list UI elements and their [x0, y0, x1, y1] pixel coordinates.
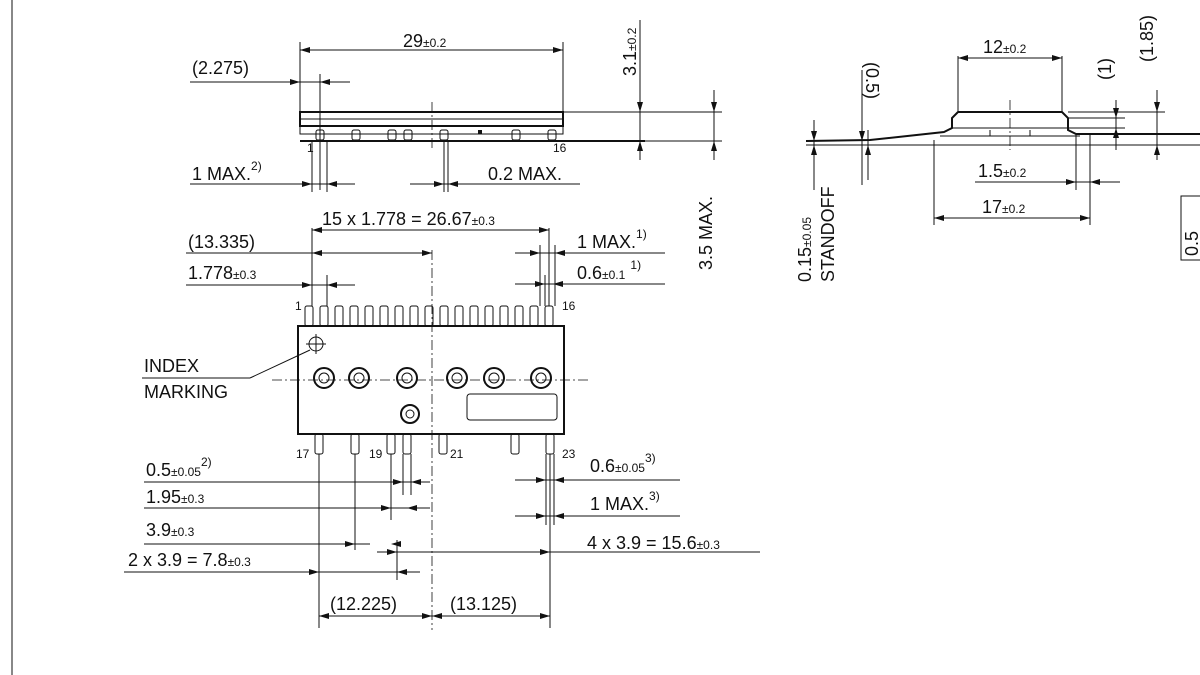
svg-text:1 MAX.3): 1 MAX.3) — [590, 489, 660, 514]
dim-185: (1.85) — [1137, 15, 1157, 62]
pin-16-side: 16 — [553, 141, 567, 155]
pin-19: 19 — [369, 447, 383, 461]
lower-pins — [314, 433, 555, 455]
standoff-label: STANDOFF — [818, 186, 838, 282]
dim-39: 3.9 — [146, 520, 171, 540]
dim-31: 3.1 — [620, 51, 640, 76]
svg-text:15 x 1.778 = 26.67±0.3: 15 x 1.778 = 26.67±0.3 — [322, 209, 495, 229]
lower-dims — [124, 454, 760, 628]
side-view-right — [805, 55, 1200, 261]
dim-12225: (12.225) — [330, 594, 397, 614]
dim-13335: (13.335) — [188, 232, 255, 252]
dim-box — [1180, 195, 1200, 261]
svg-text:12±0.2: 12±0.2 — [983, 37, 1027, 57]
svg-text:3.9±0.3: 3.9±0.3 — [146, 520, 195, 540]
svg-text:1.5±0.2: 1.5±0.2 — [978, 161, 1027, 181]
pin-labels: 1 16 1 16 17 19 21 23 — [295, 141, 576, 461]
svg-text:29±0.2: 29±0.2 — [403, 31, 447, 51]
svg-text:17±0.2: 17±0.2 — [982, 197, 1026, 217]
dim-1max-c: 1 MAX. — [590, 494, 649, 514]
dim-02max: 0.2 MAX. — [488, 164, 562, 184]
dim-29: 29 — [403, 31, 423, 51]
dim-pitch: 15 x 1.778 = 26.67 — [322, 209, 472, 229]
svg-text:1 MAX.2): 1 MAX.2) — [192, 159, 262, 184]
pin-17: 17 — [296, 447, 310, 461]
dim-13125: (13.125) — [450, 594, 517, 614]
svg-text:0.5±0.052): 0.5±0.052) — [146, 455, 212, 480]
pin-1-side: 1 — [307, 141, 314, 155]
top-view — [142, 250, 590, 630]
svg-text:0.6±0.11): 0.6±0.11) — [577, 258, 641, 283]
dim-1: (1) — [1095, 58, 1115, 80]
dim-1778: 1.778 — [188, 263, 233, 283]
dim-1max-a: 1 MAX. — [192, 164, 251, 184]
svg-text:1 MAX.1): 1 MAX.1) — [577, 227, 647, 252]
svg-text:1.95±0.3: 1.95±0.3 — [146, 487, 205, 507]
dim-17: 17 — [982, 197, 1002, 217]
dim-1max-b: 1 MAX. — [577, 232, 636, 252]
pin-23: 23 — [562, 447, 576, 461]
dim-78: 2 x 3.9 = 7.8 — [128, 550, 228, 570]
pin-1: 1 — [295, 299, 302, 313]
upper-pins — [304, 305, 554, 327]
dimension-labels: 29±0.2 (2.275) 3.1±0.2 1 MAX.2) 0.2 MAX.… — [128, 15, 1200, 614]
dim-2275: (2.275) — [192, 58, 249, 78]
upper-dims — [186, 227, 665, 306]
svg-text:0.6±0.053): 0.6±0.053) — [590, 451, 656, 476]
svg-text:4 x 3.9 = 15.6±0.3: 4 x 3.9 = 15.6±0.3 — [587, 533, 720, 553]
svg-text:1.778±0.3: 1.778±0.3 — [188, 263, 257, 283]
index-label-2: MARKING — [144, 382, 228, 402]
dim-015: 0.15 — [795, 247, 815, 282]
dim-12: 12 — [983, 37, 1003, 57]
dim-06-b: 0.6 — [590, 456, 615, 476]
dim-15: 1.5 — [978, 161, 1003, 181]
pin-21: 21 — [450, 447, 464, 461]
side-view-top — [190, 20, 722, 192]
dim-05p: (0.5) — [862, 62, 882, 99]
dim-05: 0.5 — [146, 460, 171, 480]
svg-text:3.1±0.2: 3.1±0.2 — [620, 27, 640, 76]
dim-195: 1.95 — [146, 487, 181, 507]
dim-06-a: 0.6 — [577, 263, 602, 283]
index-label-1: INDEX — [144, 356, 199, 376]
dim-156: 4 x 3.9 = 15.6 — [587, 533, 697, 553]
svg-text:2 x 3.9 = 7.8±0.3: 2 x 3.9 = 7.8±0.3 — [128, 550, 251, 570]
dim-05-box: 0.5 — [1182, 231, 1200, 256]
pin-16: 16 — [562, 299, 576, 313]
dim-35max: 3.5 MAX. — [696, 196, 716, 270]
svg-text:0.15±0.05: 0.15±0.05 — [795, 217, 815, 282]
